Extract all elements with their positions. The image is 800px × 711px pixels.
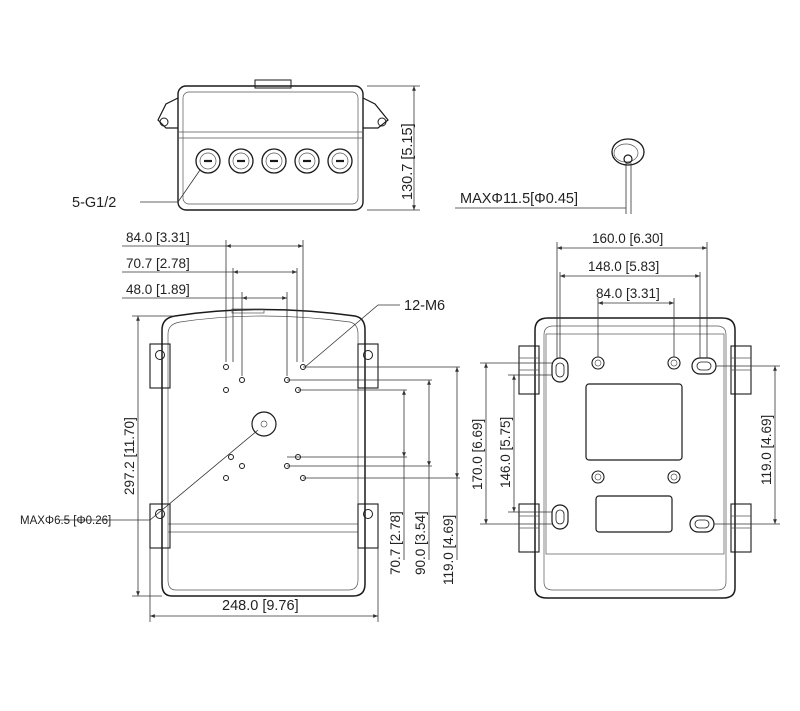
front-view: 84.0 [3.31] 70.7 [2.78] 48.0 [1.89] 12-M…	[20, 230, 460, 622]
cable-port-2	[228, 148, 254, 174]
ports-label: 5-G1/2	[72, 195, 116, 211]
cable-port-5	[327, 148, 353, 174]
grommet-detail: MAXΦ11.5[Φ0.45]	[455, 138, 645, 214]
holes-label: 12-M6	[404, 298, 445, 314]
cable-port-1	[195, 148, 221, 174]
back-dim-119-right: 119.0 [4.69]	[759, 415, 774, 485]
front-dim-90: 90.0 [3.54]	[413, 511, 428, 575]
front-dim-119-left: 119.0 [4.69]	[441, 515, 456, 585]
cable-port-4	[294, 148, 320, 174]
top-height-dim: 130.7 [5.15]	[400, 123, 416, 200]
cable-port-3	[261, 148, 287, 174]
front-dim-70-7-top: 70.7 [2.78]	[126, 256, 190, 271]
front-dim-height: 297.2 [11.70]	[122, 417, 137, 495]
back-dim-146: 146.0 [5.75]	[498, 417, 513, 488]
front-dim-width: 248.0 [9.76]	[222, 598, 299, 614]
cable-hole-label: MAXΦ6.5 [Φ0.26]	[20, 515, 111, 527]
back-dim-148: 148.0 [5.83]	[588, 259, 659, 274]
front-dim-84: 84.0 [3.31]	[126, 230, 190, 245]
back-dim-170: 170.0 [6.69]	[470, 419, 485, 490]
front-dim-70-7-v: 70.7 [2.78]	[388, 511, 403, 575]
back-dim-84: 84.0 [3.31]	[596, 286, 660, 301]
front-dim-48: 48.0 [1.89]	[126, 282, 190, 297]
grommet-label: MAXΦ11.5[Φ0.45]	[460, 191, 578, 207]
top-view: 5-G1/2 130.7 [5.15]	[72, 79, 420, 211]
back-view: 160.0 [6.30] 148.0 [5.83] 84.0 [3.31] 17…	[470, 231, 780, 599]
back-dim-160: 160.0 [6.30]	[592, 231, 663, 246]
